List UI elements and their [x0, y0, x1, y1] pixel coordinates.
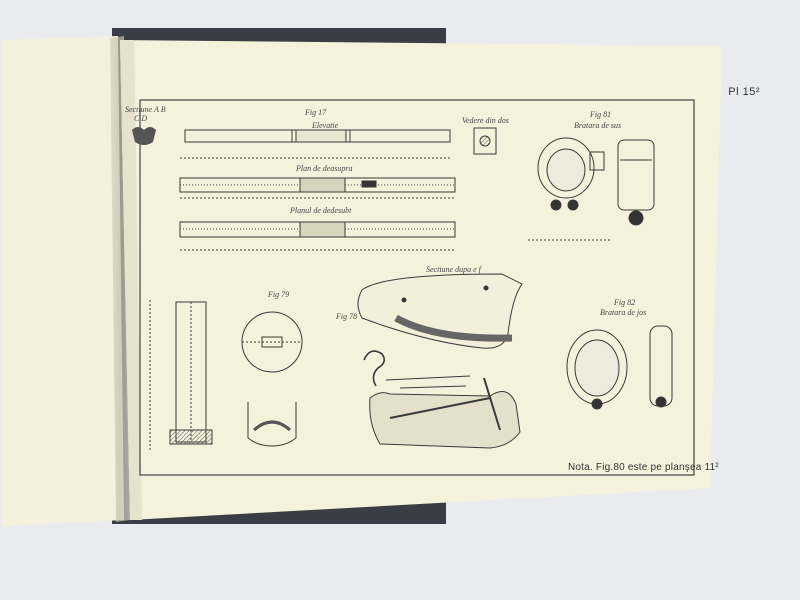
label-fig17: Fig 17 [305, 108, 327, 117]
label-bottom-plan: Planul de dedesubt [290, 206, 352, 215]
plate-note: Nota. Fig.80 este pe planşea 11² [568, 462, 719, 473]
lower-band-drawing [566, 325, 673, 410]
label-upper-band: Bratara de sus [574, 121, 622, 130]
label-lower-band: Bratara de jos [600, 308, 647, 317]
elevation-bar [180, 129, 451, 159]
label-fig-middle: Fig 78 [336, 312, 358, 321]
plate-frame [139, 99, 695, 476]
technical-drawing [132, 127, 673, 450]
vertical-section [149, 300, 213, 450]
plate-number: Pl 15² [728, 86, 760, 98]
top-plan-bar [179, 177, 456, 199]
label-fig-upper-band: Fig 81 [590, 110, 612, 119]
crest-shape [132, 127, 156, 145]
back-view-box [473, 127, 497, 155]
label-section-ab: Sectiune A B [125, 105, 166, 114]
label-section-ef: Sectiune dupa e f [426, 265, 481, 274]
bottom-plan-bar [179, 221, 456, 251]
upper-band-drawing [528, 137, 655, 241]
label-fig-lower-band: Fig 82 [614, 298, 636, 307]
label-elevation: Elevatie [312, 121, 339, 130]
disc-drawing [241, 311, 303, 447]
label-fig-small: Fig 79 [268, 290, 290, 299]
label-back-view: Vedere din dos [462, 116, 509, 125]
left-page [2, 36, 124, 526]
label-top-plan: Plan de deasupra [296, 164, 353, 173]
label-section-cd: C D [134, 114, 148, 123]
lock-mechanism [363, 350, 521, 449]
curved-piece [357, 273, 523, 349]
